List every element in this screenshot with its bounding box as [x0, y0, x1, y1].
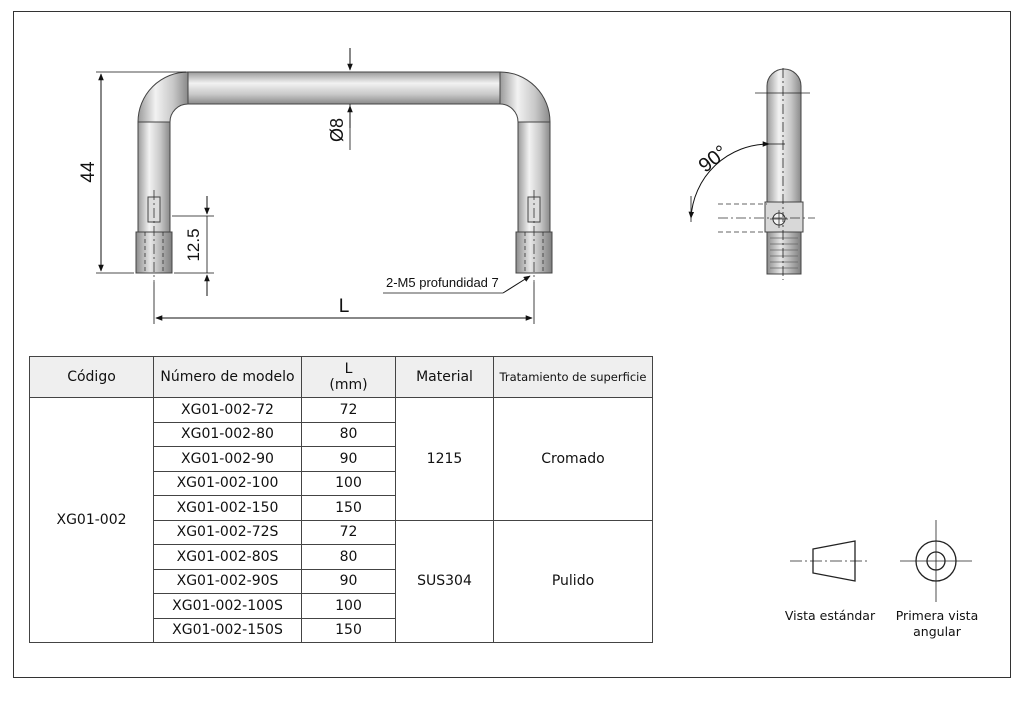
length-cell: 80 — [301, 544, 396, 570]
table-row: XG01-002-90 90 — [30, 446, 653, 472]
table-row: XG01-002-90S 90 — [30, 568, 653, 594]
header-length-symbol: L — [344, 361, 353, 377]
table-row: XG01-002-150S 150 — [30, 617, 653, 643]
length-cell: 72 — [301, 519, 396, 545]
angular-view-label-line1: Primera vista — [895, 608, 979, 623]
header-length: L (mm) — [301, 356, 396, 398]
length-cell: 72 — [301, 397, 396, 423]
projection-symbol-angular — [900, 520, 972, 602]
angular-view-label-line2: angular — [913, 624, 961, 639]
angle-label: 90° — [695, 141, 732, 177]
length-cell: 150 — [301, 495, 396, 521]
model-cell: XG01-002-90 — [153, 446, 302, 472]
thread-note: 2-M5 profundidad 7 — [383, 275, 531, 294]
handle-front-view — [135, 71, 553, 282]
model-cell: XG01-002-72 — [153, 397, 302, 423]
model-cell: XG01-002-80 — [153, 421, 302, 447]
header-model: Número de modelo — [153, 356, 302, 398]
length-cell: 150 — [301, 617, 396, 643]
model-cell: XG01-002-100 — [153, 470, 302, 496]
model-cell: XG01-002-72S — [153, 519, 302, 545]
length-cell: 100 — [301, 593, 396, 619]
header-surface: Tratamiento de superficie — [493, 356, 653, 398]
table-row: XG01-002-100S 100 — [30, 593, 653, 619]
dim-length-label: L — [339, 296, 350, 317]
projection-symbol-standard — [790, 540, 870, 582]
material-cell: 1215 — [395, 397, 494, 521]
thread-note-label: 2-M5 profundidad 7 — [386, 275, 499, 290]
handle-side-view: 90° — [688, 68, 815, 280]
dimension-diameter: Ø8 — [327, 48, 353, 150]
drawing-frame — [13, 11, 1011, 678]
dim-height-label: 44 — [78, 161, 99, 183]
header-code: Código — [29, 356, 154, 398]
dimension-length: L — [153, 282, 535, 324]
surface-cell: Pulido — [493, 519, 653, 643]
table-row: XG01-002-80 80 — [30, 421, 653, 447]
table-row: XG01-002-72S 72 SUS304 Pulido — [30, 519, 653, 643]
table-row: XG01-002-80S 80 — [30, 544, 653, 570]
surface-cell: Cromado — [493, 397, 653, 521]
length-cell: 80 — [301, 421, 396, 447]
dimension-thread-depth: 12.5 — [172, 196, 214, 296]
table-row: XG01-002-150 150 — [30, 495, 653, 521]
table-header-row: Código Número de modelo L (mm) Material … — [29, 356, 653, 398]
dim-thread-depth-label: 12.5 — [184, 228, 203, 261]
header-length-unit: (mm) — [329, 377, 368, 393]
code-cell: XG01-002 — [29, 397, 154, 643]
model-cell: XG01-002-150 — [153, 495, 302, 521]
header-material: Material — [395, 356, 494, 398]
table-row: XG01-002-100 100 — [30, 470, 653, 496]
angular-view-label: Primera vista angular — [884, 608, 990, 640]
material-cell: SUS304 — [395, 519, 494, 643]
dimension-height: 44 — [78, 71, 186, 274]
length-cell: 90 — [301, 568, 396, 594]
length-cell: 90 — [301, 446, 396, 472]
dim-diameter-label: Ø8 — [327, 118, 347, 142]
standard-view-label: Vista estándar — [784, 608, 876, 623]
model-cell: XG01-002-150S — [153, 617, 302, 643]
model-cell: XG01-002-100S — [153, 593, 302, 619]
length-cell: 100 — [301, 470, 396, 496]
specification-table: Código Número de modelo L (mm) Material … — [29, 356, 653, 643]
model-cell: XG01-002-80S — [153, 544, 302, 570]
table-row: XG01-002 XG01-002-72 72 1215 Cromado — [29, 397, 653, 643]
model-cell: XG01-002-90S — [153, 568, 302, 594]
